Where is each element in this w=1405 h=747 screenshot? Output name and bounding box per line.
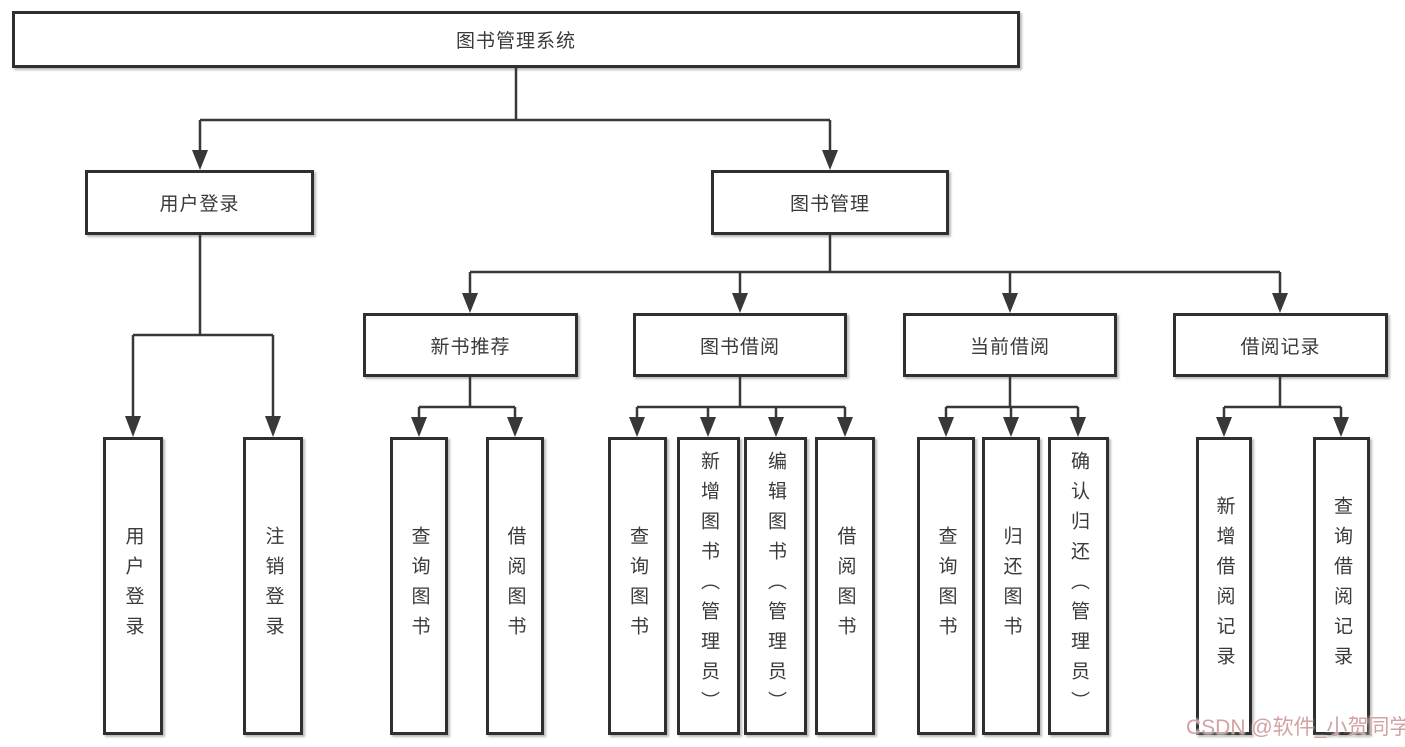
arrow-down-icon bbox=[1333, 417, 1349, 437]
leaf-user-login: 用户登录 bbox=[103, 437, 163, 735]
leaf-query-books-current: 查询图书 bbox=[917, 437, 975, 735]
arrow-down-icon bbox=[462, 293, 478, 313]
node-library-system: 图书管理系统 bbox=[12, 11, 1020, 68]
leaf-add-book-admin: 新增图书（管理员） bbox=[677, 437, 740, 735]
leaf-label: 查询图书 bbox=[935, 526, 957, 646]
leaf-label: 新增图书（管理员） bbox=[698, 451, 719, 721]
node-label: 当前借阅 bbox=[969, 336, 1050, 358]
leaf-label: 新增借阅记录 bbox=[1213, 496, 1235, 676]
leaf-add-borrow-record: 新增借阅记录 bbox=[1196, 437, 1252, 735]
arrow-down-icon bbox=[411, 417, 427, 437]
arrow-down-icon bbox=[1003, 417, 1019, 437]
arrow-down-icon bbox=[822, 150, 838, 170]
node-current-borrowing: 当前借阅 bbox=[903, 313, 1117, 377]
arrow-down-icon bbox=[507, 417, 523, 437]
leaf-label: 查询图书 bbox=[627, 526, 648, 646]
connector-user-login-branch bbox=[131, 235, 275, 420]
leaf-query-books-recommend: 查询图书 bbox=[390, 437, 448, 735]
connector-book-borrow-branch bbox=[635, 377, 847, 420]
leaf-edit-book-admin: 编辑图书（管理员） bbox=[744, 437, 807, 735]
csdn-watermark: CSDN @软件_小贺同学 bbox=[1186, 716, 1405, 739]
leaf-label: 查询借阅记录 bbox=[1331, 496, 1352, 676]
node-label: 图书管理 bbox=[789, 194, 870, 215]
node-label: 新书推荐 bbox=[430, 336, 511, 358]
leaf-label: 注销登录 bbox=[262, 526, 284, 646]
arrow-down-icon bbox=[700, 417, 716, 437]
node-borrow-records: 借阅记录 bbox=[1173, 313, 1388, 377]
connector-borrow-record-branch bbox=[1222, 377, 1343, 420]
arrow-down-icon bbox=[125, 416, 141, 437]
connector-current-borrow-branch bbox=[944, 377, 1080, 420]
arrow-down-icon bbox=[192, 150, 208, 170]
arrow-down-icon bbox=[1272, 293, 1288, 313]
node-user-login: 用户登录 bbox=[85, 170, 314, 235]
leaf-label: 用户登录 bbox=[122, 526, 144, 646]
node-label: 借阅记录 bbox=[1240, 336, 1321, 358]
node-new-book-recommend: 新书推荐 bbox=[363, 313, 578, 377]
leaf-query-borrow-record: 查询借阅记录 bbox=[1313, 437, 1370, 735]
node-label: 用户登录 bbox=[159, 194, 240, 215]
leaf-confirm-return-admin: 确认归还（管理员） bbox=[1048, 437, 1109, 735]
arrow-down-icon bbox=[837, 417, 853, 437]
node-book-borrowing: 图书借阅 bbox=[633, 313, 847, 377]
arrow-down-icon bbox=[768, 417, 784, 437]
leaf-label: 确认归还（管理员） bbox=[1068, 451, 1089, 721]
leaf-label: 查询图书 bbox=[408, 526, 430, 646]
arrow-down-icon bbox=[732, 293, 748, 313]
arrow-down-icon bbox=[938, 417, 954, 437]
leaf-label: 借阅图书 bbox=[834, 526, 856, 646]
leaf-query-books-borrowing: 查询图书 bbox=[608, 437, 667, 735]
arrow-down-icon bbox=[1216, 417, 1232, 437]
leaf-label: 编辑图书（管理员） bbox=[765, 451, 786, 721]
arrow-down-icon bbox=[1070, 417, 1086, 437]
leaf-label: 借阅图书 bbox=[504, 526, 526, 646]
arrow-down-icon bbox=[629, 417, 645, 437]
leaf-borrow-books-borrowing: 借阅图书 bbox=[815, 437, 875, 735]
node-book-management: 图书管理 bbox=[711, 170, 949, 235]
connector-root-to-level2 bbox=[198, 68, 832, 153]
arrow-down-icon bbox=[265, 416, 281, 437]
leaf-logout: 注销登录 bbox=[243, 437, 303, 735]
leaf-label: 归还图书 bbox=[1000, 526, 1022, 646]
leaf-borrow-books-recommend: 借阅图书 bbox=[486, 437, 544, 735]
connector-book-mgmt-branch bbox=[468, 235, 1282, 296]
connector-new-book-branch bbox=[417, 377, 517, 420]
node-label: 图书管理系统 bbox=[455, 31, 576, 52]
node-label: 图书借阅 bbox=[699, 336, 780, 358]
arrow-down-icon bbox=[1002, 293, 1018, 313]
leaf-return-book: 归还图书 bbox=[982, 437, 1040, 735]
